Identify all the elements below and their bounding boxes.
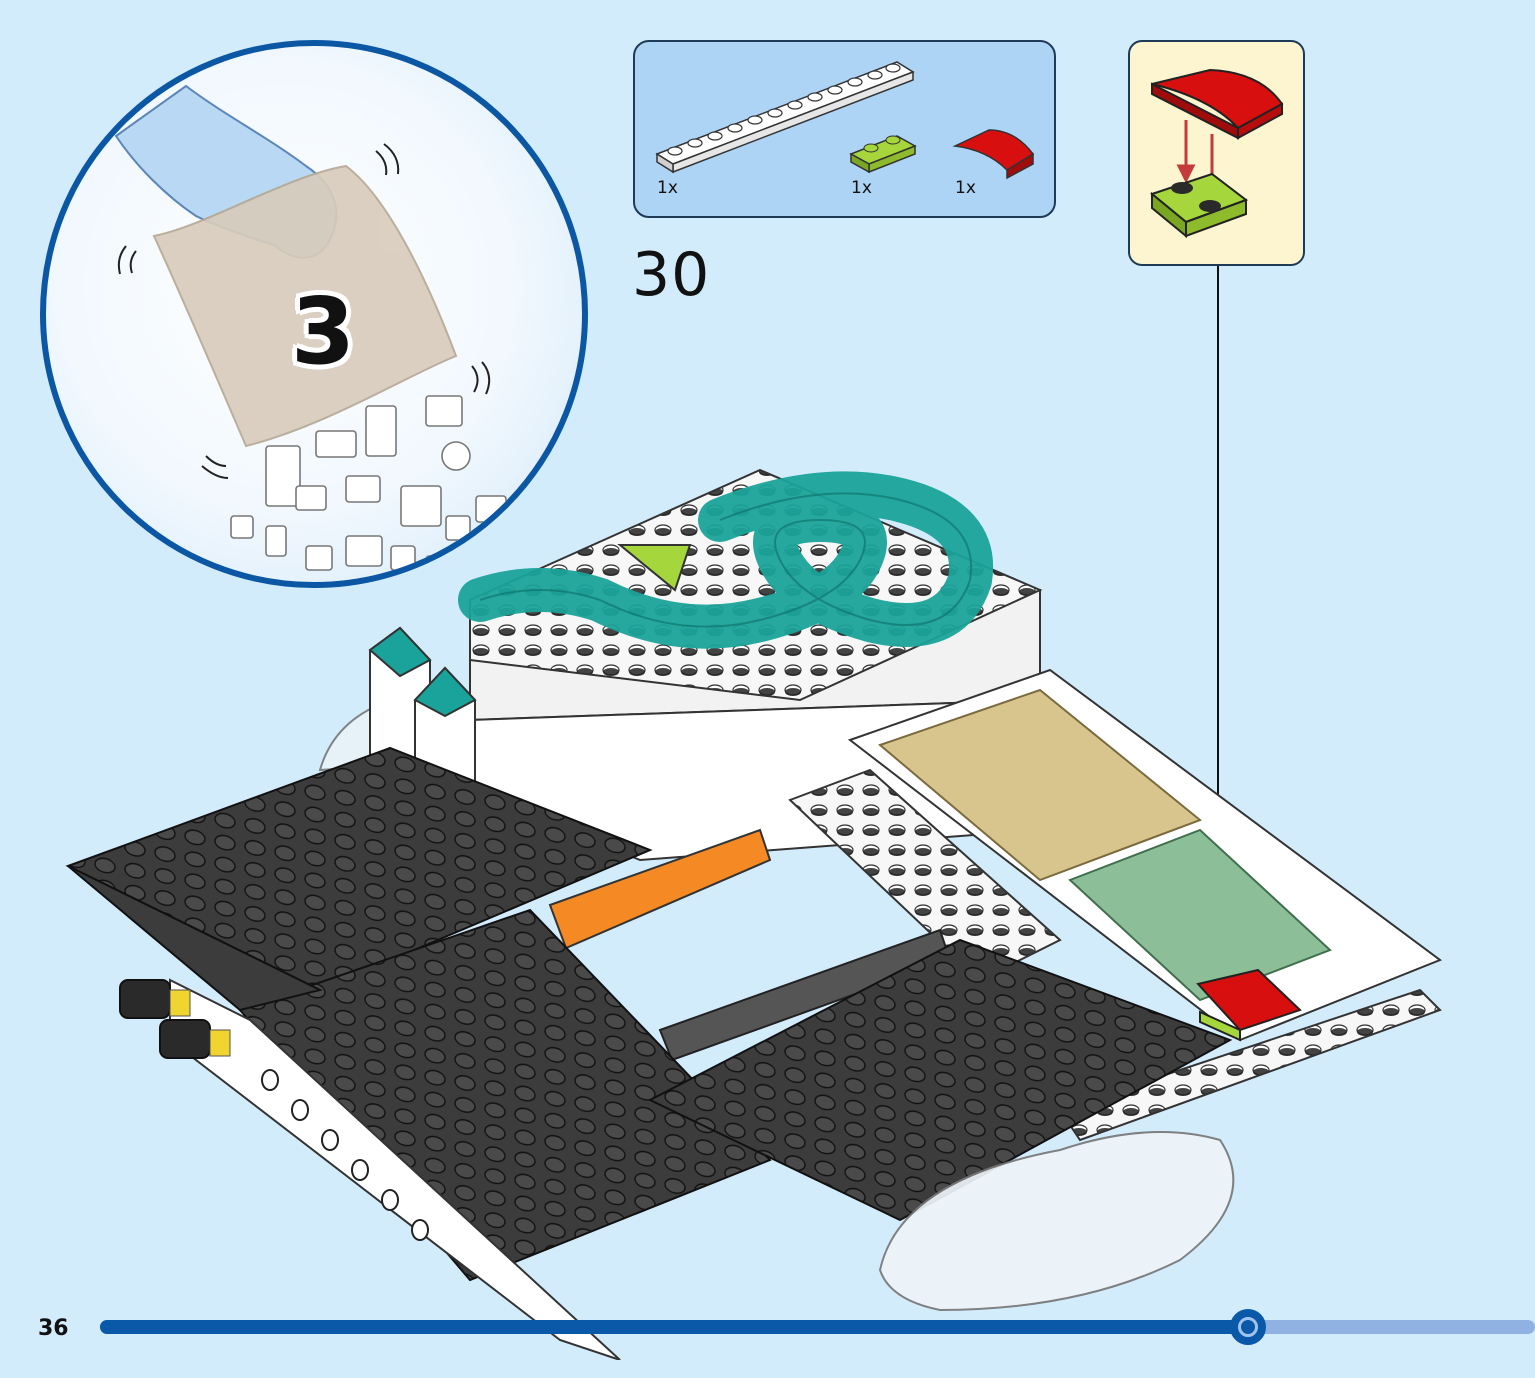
parts-illustration	[655, 61, 1035, 180]
part-qty-lime-plate: 1x	[851, 178, 872, 198]
red-slope-icon	[1151, 68, 1284, 140]
bag-callout: 3	[40, 40, 588, 588]
orange-bar	[548, 828, 772, 950]
transparent-pod	[878, 1131, 1235, 1312]
parts-list-panel: 1x 1x 1x	[633, 40, 1056, 218]
tan-block-area	[788, 668, 1443, 1142]
lime-flag-icon	[617, 544, 692, 592]
lime-plate-icon	[1149, 172, 1249, 239]
substep-callout	[1128, 40, 1305, 266]
bag-illustration	[114, 84, 507, 579]
bag-icon	[152, 164, 458, 448]
substep-illustration	[1149, 68, 1284, 239]
white-plate-icon	[655, 61, 915, 174]
dark-baseplates	[65, 746, 1233, 1282]
red-slope-icon	[952, 129, 1035, 180]
placed-red-slope	[1196, 968, 1302, 1032]
side-connectors	[119, 979, 231, 1059]
progress-fill	[100, 1320, 1248, 1334]
bag-number: 3	[290, 278, 355, 385]
part-qty-red-slope: 1x	[955, 178, 976, 198]
page-number: 36	[38, 1316, 69, 1341]
lime-plate-icon	[849, 135, 917, 174]
progress-knob	[1230, 1309, 1266, 1345]
part-qty-white-plate: 1x	[657, 178, 678, 198]
bricks-icon	[230, 395, 507, 579]
step-number: 30	[632, 240, 711, 310]
shake-marks-icon	[117, 143, 491, 479]
model-illustration	[65, 468, 1443, 1360]
